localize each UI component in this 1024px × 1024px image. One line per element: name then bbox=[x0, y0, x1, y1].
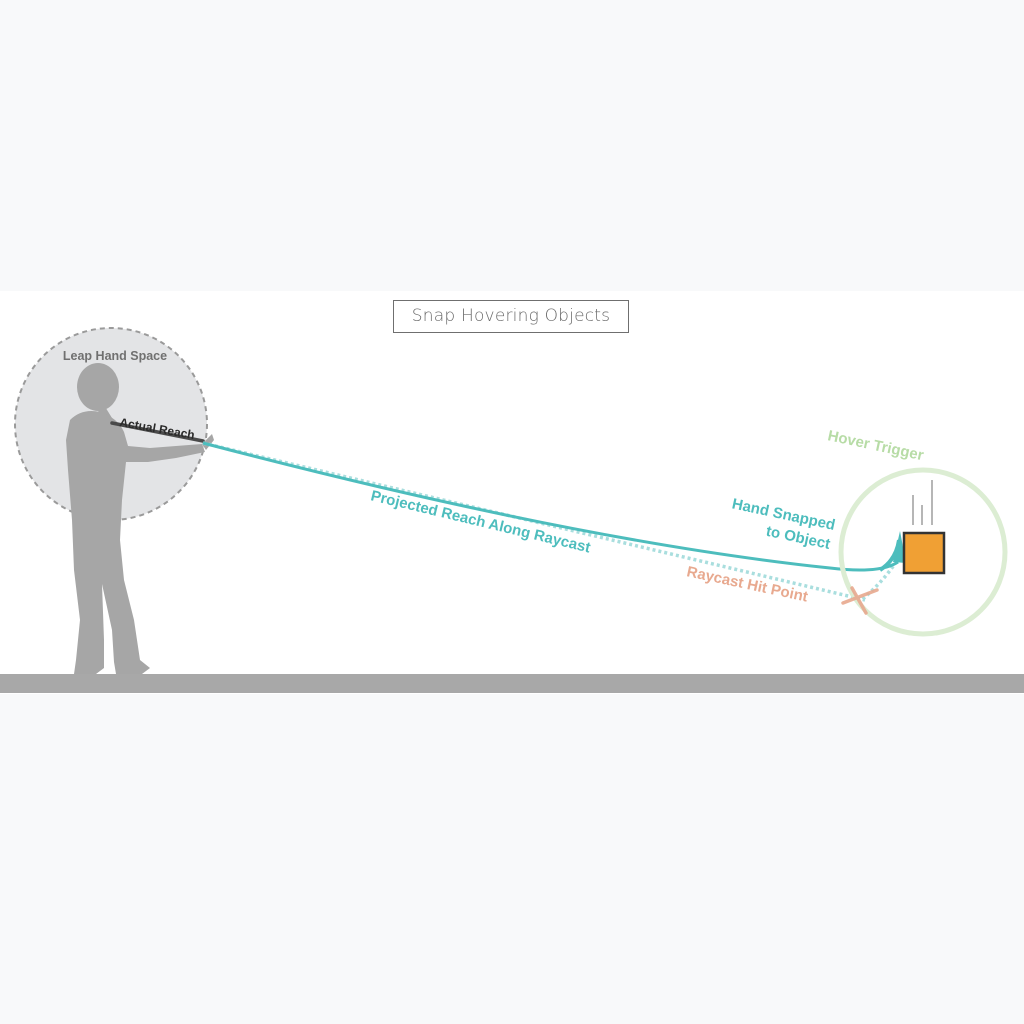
person-silhouette bbox=[66, 363, 214, 674]
diagram-title: Snap Hovering Objects bbox=[393, 300, 629, 333]
hover-trigger-circle bbox=[838, 467, 1008, 637]
raycast-hit-point-marker bbox=[841, 586, 879, 615]
hovering-object bbox=[902, 531, 946, 575]
leap-hand-space-label: Leap Hand Space bbox=[63, 349, 167, 363]
object-motion-lines bbox=[912, 480, 933, 525]
raycast-dashed-curve bbox=[856, 563, 896, 605]
projected-reach-line bbox=[202, 441, 899, 572]
raycast-hit-point-label: Raycast Hit Point bbox=[685, 563, 809, 605]
ground bbox=[0, 674, 1024, 693]
raycast-dashed-line bbox=[202, 441, 866, 602]
actual-reach-line bbox=[110, 421, 205, 443]
snap-arrow-curve bbox=[878, 539, 901, 572]
hover-trigger-label: Hover Trigger bbox=[826, 427, 925, 464]
projected-reach-label: Projected Reach Along Raycast bbox=[369, 487, 592, 556]
